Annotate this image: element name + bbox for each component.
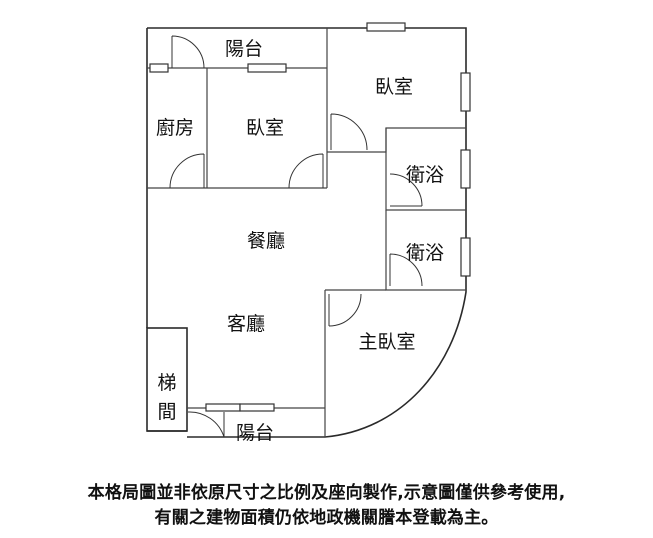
label-bathroom-2: 衛浴 [406,242,444,264]
window-balcony-left [149,63,169,73]
label-stair-1: 梯 [157,372,176,394]
label-balcony-bottom: 陽台 [236,422,274,444]
label-bedroom-left: 臥室 [246,117,284,139]
label-kitchen: 廚房 [156,116,194,139]
window-right-2 [460,149,471,189]
label-balcony-top: 陽台 [225,38,263,60]
window-right-1 [460,72,471,112]
label-dining: 餐廳 [247,230,285,252]
label-master-bedroom: 主臥室 [358,331,415,353]
window-top [366,22,406,32]
bedroom-right-bottom-wall [327,127,466,153]
door-balcony-bottom [187,411,225,438]
master-bedroom-wall [324,289,386,437]
door-kitchen [169,153,205,189]
label-bathroom-1: 衛浴 [406,164,444,186]
disclaimer-line-1: 本格局圖並非依原尺寸之比例及座向製作,示意圖僅供參考使用, [87,483,566,503]
label-living: 客廳 [227,313,265,335]
door-bedroom-left [288,153,324,189]
outer-wall [146,27,467,438]
door-bedroom-right [330,113,368,151]
door-bathroom-1 [389,173,423,207]
door-balcony-top [171,35,205,69]
window-bottom-2 [239,403,275,412]
label-bedroom-right: 臥室 [375,76,413,98]
window-bottom-1 [205,403,241,412]
window-balcony-mid [247,63,287,73]
door-bathroom-2 [389,253,423,287]
door-master-bedroom [328,293,362,327]
window-right-3 [460,237,471,277]
label-stair-2: 間 [157,401,176,423]
disclaimer-line-2: 有關之建物面積仍依地政機關謄本登載為主。 [154,508,499,528]
